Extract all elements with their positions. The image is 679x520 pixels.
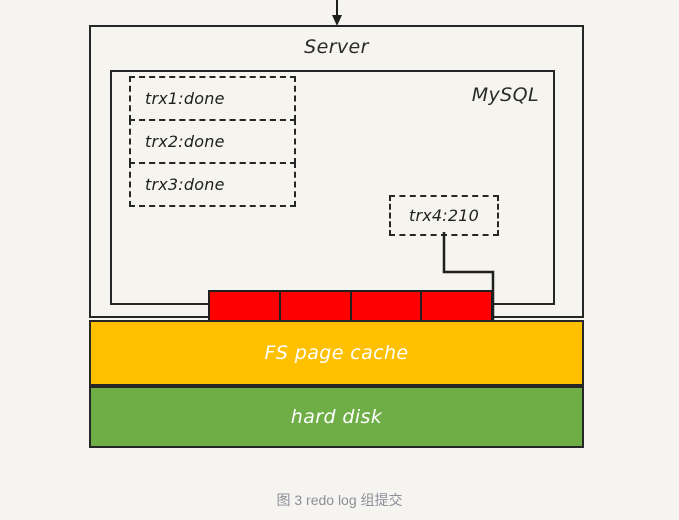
fs-page-cache-band: FS page cache bbox=[89, 320, 584, 386]
transaction-label-trx1: trx1:done bbox=[145, 89, 225, 108]
transaction-box-trx1: trx1:done bbox=[129, 76, 296, 121]
hard-disk-band: hard disk bbox=[89, 386, 584, 448]
redo-log-group-commit-diagram: Server MySQL trx1:done trx2:done trx3:do… bbox=[89, 0, 584, 448]
transaction-box-trx3: trx3:done bbox=[129, 162, 296, 207]
figure-caption: 图 3 redo log 组提交 bbox=[276, 492, 403, 508]
inbound-write-arrow bbox=[332, 0, 342, 26]
committed-transactions-stack: trx1:done trx2:done trx3:done bbox=[129, 76, 296, 207]
transaction-box-trx2: trx2:done bbox=[129, 119, 296, 164]
server-title: Server bbox=[304, 36, 369, 58]
transaction-label-trx3: trx3:done bbox=[145, 175, 225, 194]
server-box: Server MySQL trx1:done trx2:done trx3:do… bbox=[89, 25, 584, 336]
transaction-box-trx4: trx4:210 bbox=[389, 195, 499, 236]
fs-page-cache-label: FS page cache bbox=[264, 342, 409, 364]
mysql-title: MySQL bbox=[471, 84, 539, 106]
mysql-box: MySQL trx1:done trx2:done trx3:done trx4… bbox=[110, 70, 555, 336]
hard-disk-label: hard disk bbox=[290, 406, 383, 428]
transaction-label-trx2: trx2:done bbox=[145, 132, 225, 151]
transaction-label-trx4: trx4:210 bbox=[408, 206, 480, 225]
